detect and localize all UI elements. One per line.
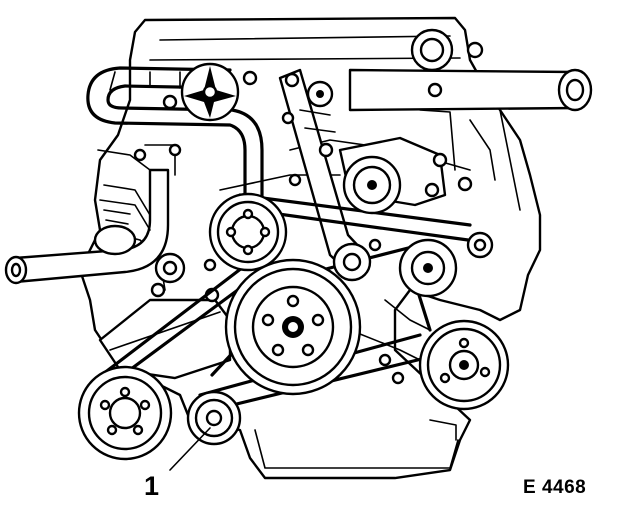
alternator-pulley [398,231,494,298]
water-pump-housing [162,62,258,122]
crankshaft-pulley [224,258,362,396]
power-steering-pulley [418,319,510,411]
figure-code: E 4468 [523,477,587,498]
water-pump-pulley [208,192,288,272]
tensioner-pulley [342,155,402,215]
callout-label-1: 1 [144,471,160,501]
lower-left-hose [4,144,176,285]
idler-pulley-upper [332,242,372,282]
bolts [133,111,405,385]
callout-leader-line [169,427,211,471]
lower-left-assembly [93,199,186,284]
upper-right-hose [348,68,593,112]
upper-left-hose [86,66,264,202]
thermostat-housing [410,28,484,98]
idler-pulley-1 [186,390,242,446]
ac-compressor-pulley [77,365,173,461]
